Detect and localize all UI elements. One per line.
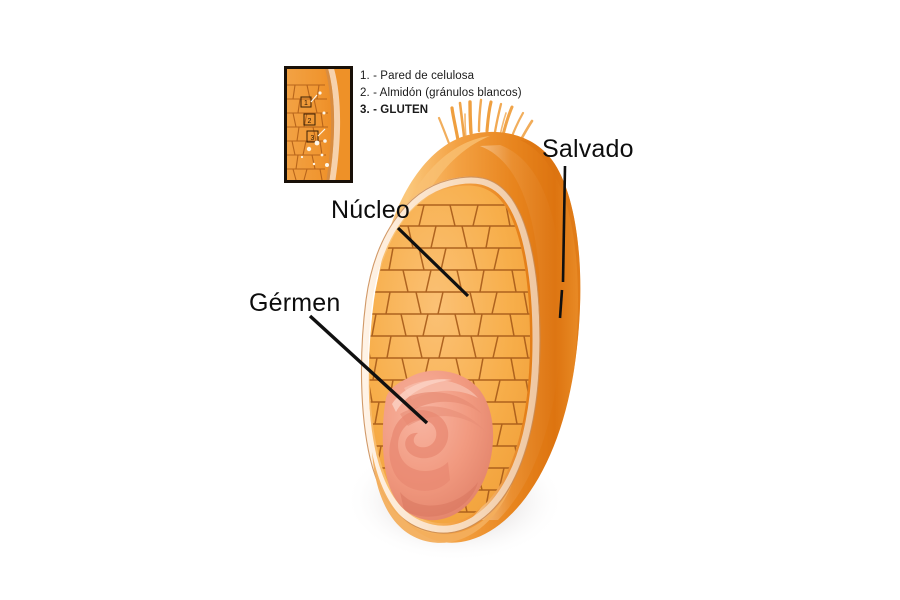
legend: 1. - Pared de celulosa 2. - Almidón (grá… <box>360 68 522 119</box>
starch-granules <box>300 91 329 167</box>
legend-item-2: 2. - Almidón (gránulos blancos) <box>360 87 522 99</box>
germ-highlight <box>392 379 452 412</box>
legend-item-3: 3. - GLUTEN <box>360 104 429 116</box>
aleurone-line <box>361 176 540 533</box>
inset-detail-svg: 1 2 3 <box>287 69 350 180</box>
germ-shadow-bottom <box>400 482 478 517</box>
nucleo-leader <box>396 226 470 298</box>
inset-marker-3 <box>306 130 319 143</box>
inset-marker-3-label: 3 <box>311 135 315 142</box>
salvado-leader-lower <box>558 289 564 319</box>
pericarp-hairline <box>360 176 541 534</box>
leader-lines <box>308 165 567 425</box>
legend-item-1: 1. - Pared de celulosa <box>360 70 475 82</box>
callout-label-germen: Gérmen <box>249 289 341 317</box>
bran-highlight <box>470 145 562 520</box>
inset-marker-2-label: 2 <box>308 118 312 125</box>
germ-ridge-2 <box>402 392 482 414</box>
callout-label-nucleo: Núcleo <box>331 196 411 224</box>
inset-marker-1-label: 1 <box>304 100 308 107</box>
callout-label-salvado: Salvado <box>542 135 634 163</box>
germen-leader <box>308 314 429 425</box>
inset-marker-2 <box>303 113 316 126</box>
inset-detail-box: 1 2 3 <box>284 66 353 183</box>
salvado-leader <box>561 165 567 283</box>
germ-scutellum-curl <box>389 410 450 491</box>
